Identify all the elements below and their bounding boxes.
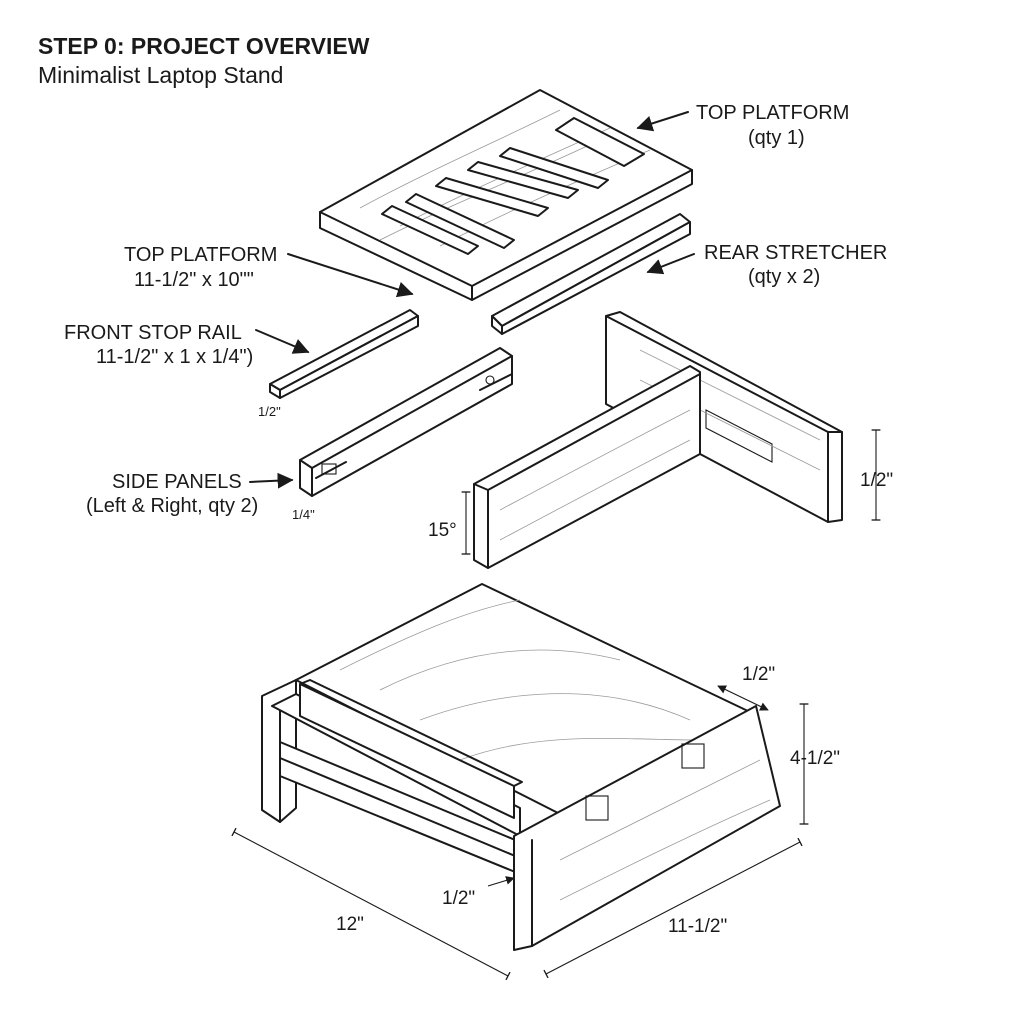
top-platform-qty-title: TOP PLATFORM [696, 102, 849, 124]
page-title: STEP 0: PROJECT OVERVIEW [38, 33, 370, 59]
page-subtitle: Minimalist Laptop Stand [38, 62, 283, 88]
leader-side-panels [249, 472, 294, 489]
assembly-height-dim-label: 4-1/2" [790, 748, 840, 769]
top-platform-qty-label: (qty 1) [748, 127, 805, 149]
rear-stretcher-part [491, 213, 691, 335]
front-stop-rail-size-label: 11-1/2" x 1 x 1/4") [96, 346, 253, 368]
assembled-stand [261, 583, 781, 951]
joint-tab [681, 743, 705, 769]
assembly-depth-dim-label: 11-1/2" [668, 916, 727, 937]
rear-stretcher-qty-label: (qty x 2) [748, 266, 820, 288]
side-panel-small-part [299, 347, 513, 497]
mortise-slot [705, 409, 773, 463]
panel-height-dim-label: 1/2" [860, 470, 893, 491]
dowel-hole [485, 375, 495, 385]
joint-notch [321, 463, 337, 475]
vent-slot [405, 193, 515, 249]
top-platform-size-label: 11-1/2" x 10"" [134, 269, 254, 291]
joint-tab [585, 795, 609, 821]
vent-slot [381, 205, 479, 255]
side-panel-thickness-dim-label: 1/4" [292, 507, 315, 522]
rail-end-dim-label: 1/2" [258, 404, 281, 419]
leader-front-stop-rail [255, 329, 310, 354]
side-panels-qty-label: (Left & Right, qty 2) [86, 495, 258, 517]
angle-dim-label: 15° [428, 520, 457, 541]
side-panel-large-part [473, 311, 843, 569]
vent-slot [435, 177, 549, 217]
leader-top-platform-size [287, 253, 414, 298]
vent-slot [499, 147, 609, 189]
vent-slot [467, 161, 579, 199]
assembly-front-thickness-dim-label: 1/2" [442, 888, 475, 909]
front-stop-rail-part [269, 309, 419, 399]
handle-cutout [555, 117, 645, 167]
assembly-width-dim-label: 12" [336, 914, 364, 935]
top-platform-size-title: TOP PLATFORM [124, 244, 277, 266]
leader-rear-stretcher [646, 253, 695, 275]
front-stop-rail-title: FRONT STOP RAIL [64, 322, 242, 344]
assembly-top-thickness-dim-label: 1/2" [742, 664, 775, 685]
side-panels-title: SIDE PANELS [112, 471, 242, 493]
leader-top-platform-qty [636, 111, 689, 132]
dimension-lines [231, 429, 881, 981]
top-platform-part [319, 89, 693, 301]
rear-stretcher-title: REAR STRETCHER [704, 242, 887, 264]
